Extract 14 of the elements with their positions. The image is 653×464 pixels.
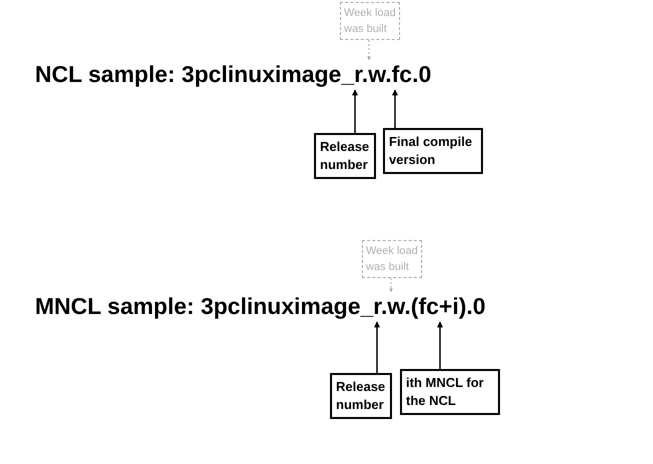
sample-name-text: NCL sample: 3pclinuximage_r.w.fc.0 (35, 60, 432, 88)
note-box: Week load was built (340, 2, 400, 40)
arrow (389, 278, 393, 292)
label-box: Release number (314, 133, 376, 179)
arrow (392, 89, 398, 128)
arrow (437, 321, 443, 369)
arrow (352, 89, 358, 133)
arrow (367, 40, 371, 60)
label-box: Final compile version (383, 128, 483, 174)
label-box: Release number (330, 373, 392, 419)
label-box: ith MNCL for the NCL (400, 369, 500, 415)
sample-name-text: MNCL sample: 3pclinuximage_r.w.(fc+i).0 (35, 292, 486, 320)
arrow (374, 321, 380, 373)
note-box: Week load was built (362, 240, 422, 278)
